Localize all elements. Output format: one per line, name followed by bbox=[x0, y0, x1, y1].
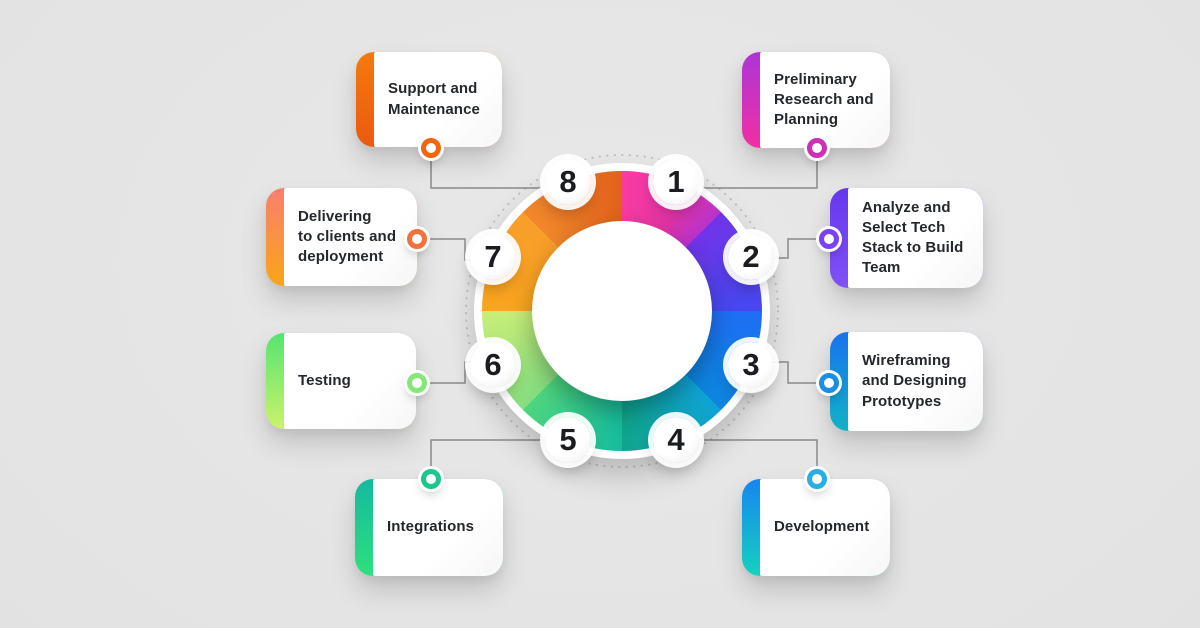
step-label-3: Wireframing and Designing Prototypes bbox=[862, 352, 967, 410]
step-card-preliminary-research: Preliminary Research and Planning bbox=[742, 52, 890, 148]
step-number-2: 2 bbox=[728, 234, 774, 280]
step-number-8-text: 8 bbox=[559, 164, 577, 199]
connector-step-8 bbox=[430, 148, 568, 189]
card-face: Support and Maintenance bbox=[374, 52, 502, 147]
connector-ring-8 bbox=[421, 138, 441, 158]
card-face: Delivering to clients and deployment bbox=[284, 188, 417, 286]
step-number-5-text: 5 bbox=[559, 422, 577, 457]
connector-ring-6 bbox=[407, 373, 427, 393]
step-label-8: Support and Maintenance bbox=[388, 80, 480, 118]
connector-step-1 bbox=[676, 148, 818, 189]
connector-step-4 bbox=[678, 439, 818, 479]
step-number-8: 8 bbox=[545, 159, 591, 205]
step-card-integrations: Integrations bbox=[355, 479, 503, 576]
wheel-center-circle bbox=[532, 221, 712, 401]
connector-ring-7 bbox=[407, 229, 427, 249]
step-number-4: 4 bbox=[653, 417, 699, 463]
connector-ring-2 bbox=[819, 229, 839, 249]
step-card-wireframing: Wireframing and Designing Prototypes bbox=[830, 332, 983, 431]
step-number-6: 6 bbox=[470, 342, 516, 388]
step-number-1-text: 1 bbox=[667, 164, 685, 199]
step-label-4: Development bbox=[774, 518, 870, 536]
step-number-6-text: 6 bbox=[484, 347, 502, 382]
connector-ring-3 bbox=[819, 373, 839, 393]
step-number-5: 5 bbox=[545, 417, 591, 463]
step-number-4-text: 4 bbox=[667, 422, 685, 457]
step-card-support-maintenance: Support and Maintenance bbox=[356, 52, 502, 147]
step-card-delivering: Delivering to clients and deployment bbox=[266, 188, 417, 286]
card-face: Wireframing and Designing Prototypes bbox=[848, 332, 983, 431]
card-face: Testing bbox=[284, 333, 416, 429]
step-label-7: Delivering to clients and deployment bbox=[298, 207, 397, 266]
step-number-7-text: 7 bbox=[484, 239, 502, 274]
step-number-3: 3 bbox=[728, 342, 774, 388]
step-label-1: Preliminary Research and Planning bbox=[774, 70, 874, 129]
step-number-2-text: 2 bbox=[742, 239, 760, 274]
step-label-5: Integrations bbox=[387, 518, 475, 536]
card-face: Integrations bbox=[373, 479, 503, 576]
step-card-analyze-tech-stack: Analyze and Select Tech Stack to Build T… bbox=[830, 188, 983, 288]
connector-ring-5 bbox=[421, 469, 441, 489]
connector-step-5 bbox=[430, 439, 568, 479]
connector-ring-1 bbox=[807, 138, 827, 158]
step-number-3-text: 3 bbox=[742, 347, 760, 382]
connector-ring-4 bbox=[807, 469, 827, 489]
step-card-development: Development bbox=[742, 479, 890, 576]
step-number-1: 1 bbox=[653, 159, 699, 205]
step-card-testing: Testing bbox=[266, 333, 416, 429]
step-label-2: Analyze and Select Tech Stack to Build T… bbox=[862, 198, 964, 277]
card-face: Development bbox=[760, 479, 890, 576]
step-number-7: 7 bbox=[470, 234, 516, 280]
step-label-6: Testing bbox=[298, 371, 351, 389]
card-face: Preliminary Research and Planning bbox=[760, 52, 890, 148]
dotted-ring bbox=[465, 154, 779, 468]
card-face: Analyze and Select Tech Stack to Build T… bbox=[848, 188, 983, 288]
